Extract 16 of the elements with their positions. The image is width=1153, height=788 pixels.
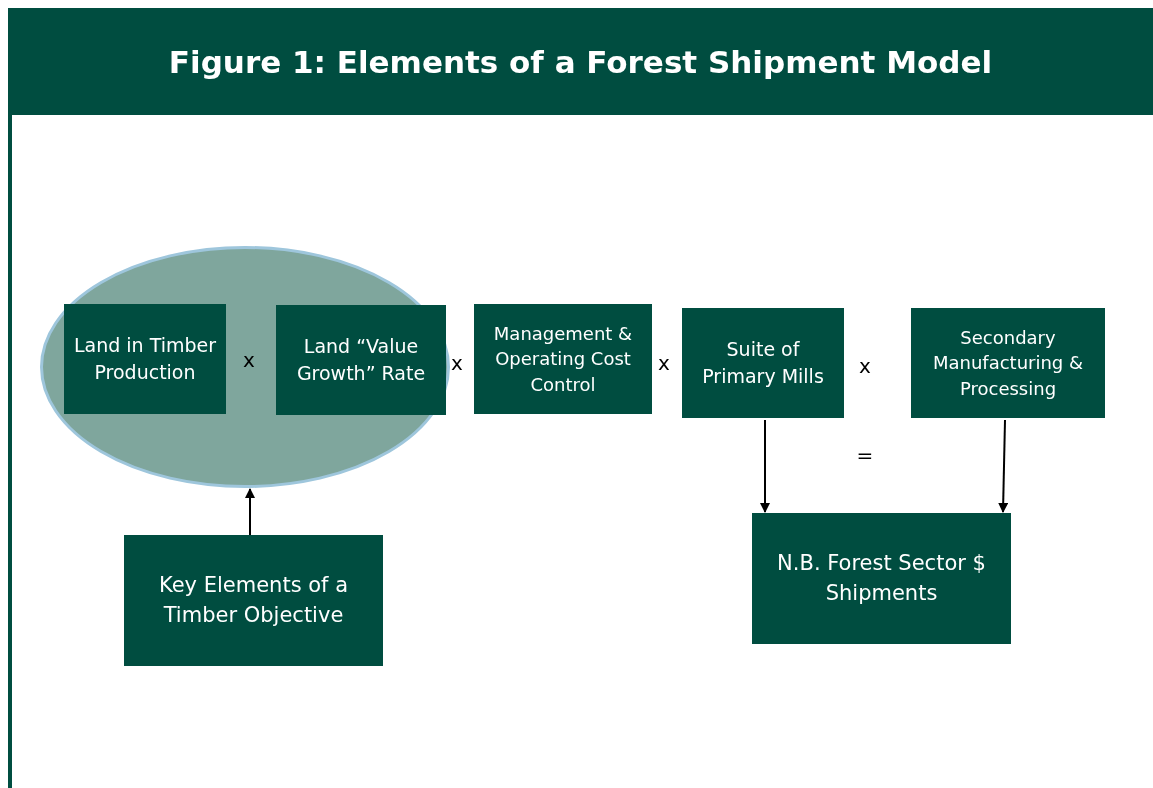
process-box: Secondary Manufacturing & Processing [911,308,1105,418]
process-box: Land “Value Growth” Rate [276,305,446,415]
arrow [760,419,770,513]
operator-sign: x [859,354,871,378]
process-box: N.B. Forest Sector $ Shipments [752,513,1011,644]
arrow [998,419,1009,513]
process-box: Land in Timber Production [64,304,226,414]
arrow [245,488,255,536]
operator-sign: x [451,351,463,375]
process-box: Key Elements of a Timber Objective [124,535,383,666]
operator-sign: x [658,351,670,375]
title: Figure 1: Elements of a Forest Shipment Model [168,43,993,80]
process-box: Management & Operating Cost Control [474,304,652,414]
process-box: Suite of Primary Mills [682,308,844,418]
operator-sign: x [243,348,255,372]
operator-sign: = [856,443,874,467]
